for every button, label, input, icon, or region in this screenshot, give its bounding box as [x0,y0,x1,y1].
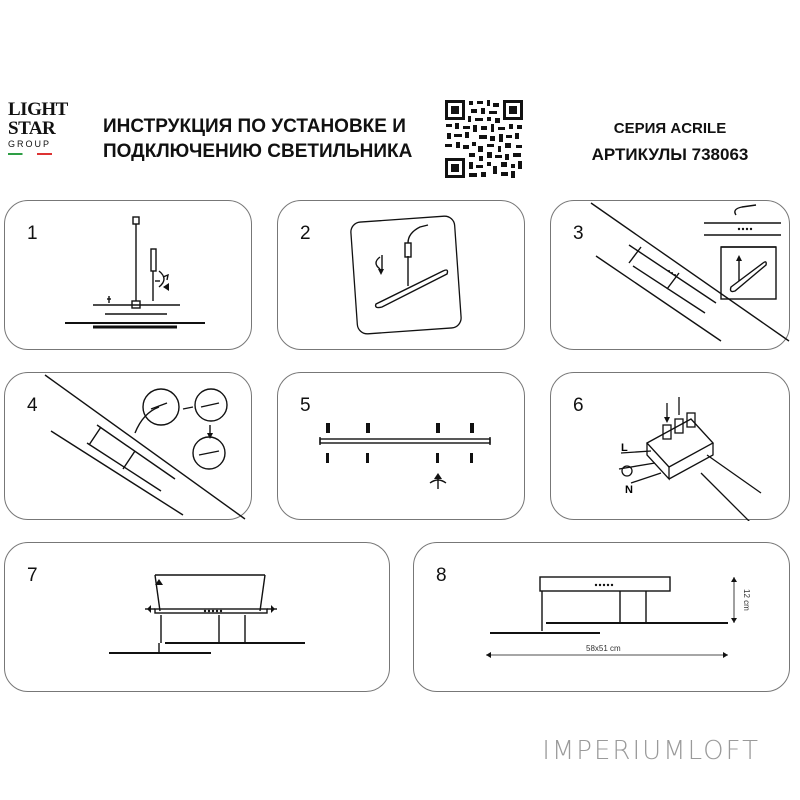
step-panel-7: 7 [4,542,390,692]
step-4-diagram [44,374,246,520]
wire-label-l: L [621,442,628,454]
step-5-diagram [319,423,491,489]
logo-text-star: STAR [8,118,56,139]
step-6-diagram: L N [618,397,762,521]
logo-text-light: LIGHT [8,99,68,120]
step-panel-5: 5 [277,372,525,520]
step-number: 1 [27,223,38,244]
article-number: АРТИКУЛЫ 738063 [591,145,749,164]
step-number: 3 [573,223,584,244]
step-panel-1: 1 [4,200,252,350]
title-line-1: ИНСТРУКЦИЯ ПО УСТАНОВКЕ И [103,116,406,137]
step-panel-4: 4 [4,372,252,520]
dimension-height-label: 12 cm [742,589,751,611]
step-number: 2 [300,223,311,244]
step-2-diagram [350,215,462,335]
qr-code-icon[interactable] [443,98,525,180]
dimension-size-label: 58x51 cm [586,644,621,653]
product-info: СЕРИЯ ACRILE АРТИКУЛЫ 738063 [585,116,755,168]
step-1-diagram [65,216,205,329]
step-8-diagram: 58x51 cm 12 cm [486,576,751,658]
brand-part-loft: LOFT [687,736,760,766]
step-panel-3: 3 [550,200,790,350]
step-panel-6: 6 L N [550,372,790,521]
watermark-brand: IMPERIUMLOFT [542,736,760,766]
step-number: 7 [27,565,38,586]
logo-text-group: GROUP [8,139,52,149]
title-line-2: ПОДКЛЮЧЕНИЮ СВЕТИЛЬНИКА [103,141,413,162]
step-7-diagram [109,574,305,654]
step-3-diagram [590,202,790,342]
document-title: ИНСТРУКЦИЯ ПО УСТАНОВКЕ И ПОДКЛЮЧЕНИЮ СВ… [103,114,412,164]
series-name: СЕРИЯ ACRILE [613,120,727,137]
step-number: 8 [436,565,447,586]
step-number: 6 [573,395,584,416]
wire-label-n: N [625,484,633,496]
logo-flag-stripe [8,153,52,155]
brand-logo: LIGHT STAR GROUP [8,100,68,178]
brand-part-imperium: IMPERIUM [542,736,688,766]
step-panel-8: 8 58x51 cm 12 cm [413,542,790,692]
step-panel-2: 2 [277,200,525,350]
step-number: 5 [300,395,311,416]
step-number: 4 [27,395,38,416]
